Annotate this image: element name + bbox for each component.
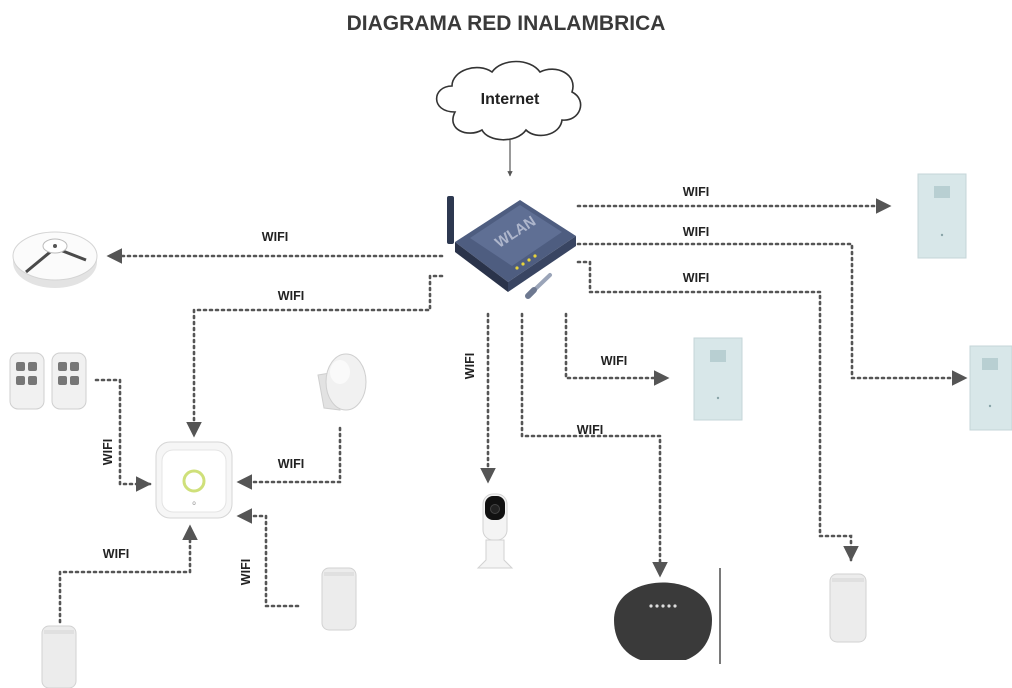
cloud-icon: Internet: [435, 60, 582, 141]
wifi-label: WIFI: [577, 423, 603, 437]
cloud-label: Internet: [481, 91, 540, 108]
door-sensor-icon: [41, 625, 77, 688]
link-router-speaker: [520, 312, 668, 578]
wifi-label: WIFI: [601, 354, 627, 368]
wifi-label: WIFI: [278, 457, 304, 471]
link-motion-sensor-hub: [236, 426, 342, 490]
wall-switch-icon: [917, 173, 967, 259]
link-door-sensor-hub: [236, 508, 300, 608]
link-router-door-sensor: [576, 260, 859, 562]
wifi-label: WIFI: [463, 353, 477, 379]
wifi-label: WIFI: [683, 271, 709, 285]
smart-speaker-icon: [602, 568, 722, 666]
link-remotes-hub: [94, 378, 152, 492]
wifi-label: WIFI: [103, 547, 129, 561]
wifi-label: WIFI: [262, 230, 288, 244]
svg-text:o: o: [192, 501, 196, 507]
smoke-detector-icon: [12, 231, 98, 288]
wifi-label: WIFI: [239, 559, 253, 585]
remote-controls-icon: [9, 352, 87, 410]
hub-icon: o: [155, 441, 233, 519]
camera-icon: [476, 493, 514, 569]
link-bottom-sensor-hub: [58, 524, 198, 624]
door-sensor-icon: [321, 567, 357, 631]
wifi-label: WIFI: [683, 225, 709, 239]
wall-switch-icon: [969, 345, 1012, 431]
wall-switch-icon: [693, 337, 743, 421]
motion-sensor-icon: [317, 353, 367, 411]
usb-dongle-icon: [525, 273, 552, 299]
link-router-hub: [186, 274, 444, 438]
door-sensor-icon: [829, 573, 867, 643]
wifi-label: WIFI: [683, 185, 709, 199]
diagram-title: DIAGRAMA RED INALAMBRICA: [346, 12, 666, 35]
wifi-label: WIFI: [101, 439, 115, 465]
link-router-switch-right: [576, 242, 968, 386]
wifi-label: WIFI: [278, 289, 304, 303]
link-router-switch-middle: [564, 312, 670, 386]
router-icon: WLAN: [447, 196, 576, 292]
